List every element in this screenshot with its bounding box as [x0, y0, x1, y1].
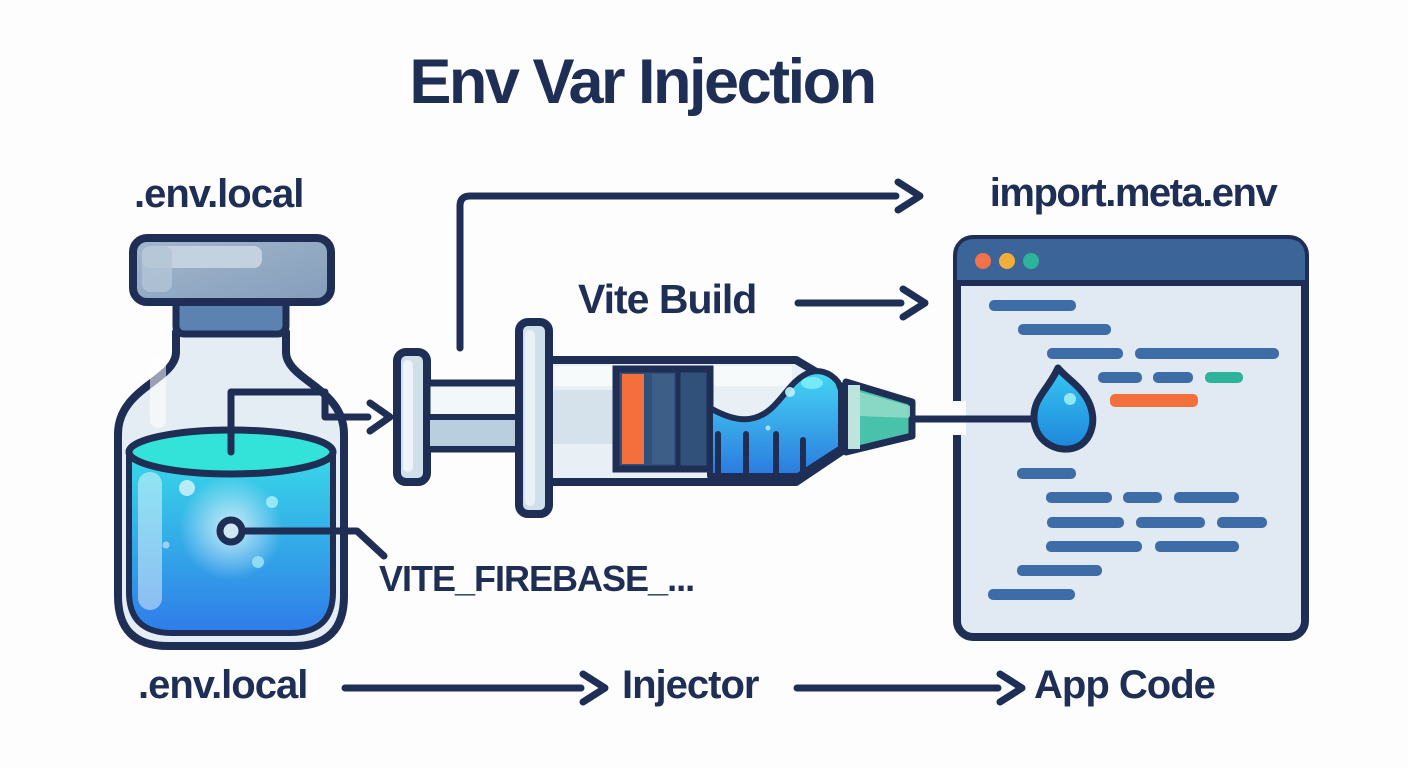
flow-label-injector: Injector	[622, 663, 759, 707]
code-line-teal	[1205, 372, 1243, 383]
label-env-local-file: .env.local	[134, 172, 304, 216]
window-dot-orange-icon	[975, 253, 991, 269]
syringe-scale-ticks	[715, 431, 806, 479]
label-env-var-name: VITE_FIREBASE_...	[379, 558, 695, 599]
label-import-meta-env: import.meta.env	[989, 171, 1278, 215]
code-line-orange	[1110, 394, 1198, 407]
vial-icon	[114, 234, 348, 650]
syringe-plunger-stopper	[612, 365, 714, 473]
syringe-icon	[393, 318, 916, 518]
code-lines	[988, 300, 1279, 600]
connector-env-var-label	[239, 527, 388, 560]
arrow-vite-build	[794, 285, 929, 321]
arrow-flow-source-to-injector	[341, 670, 609, 706]
window-dot-amber-icon	[999, 253, 1015, 269]
page-title: Env Var Injection	[409, 47, 877, 117]
flow-label-app-code: App Code	[1034, 663, 1216, 707]
flow-label-env-local: .env.local	[138, 663, 308, 707]
window-titlebar	[957, 239, 1305, 283]
label-vite-build: Vite Build	[578, 276, 757, 322]
arrow-flow-injector-to-appcode	[793, 670, 1026, 706]
arrow-syringe-to-import-meta-env	[456, 178, 924, 352]
browser-window-icon	[944, 235, 1309, 641]
arrow-vial-to-syringe	[227, 388, 394, 456]
window-dot-teal-icon	[1023, 253, 1039, 269]
water-drop-icon	[1030, 364, 1097, 453]
sample-point-marker	[216, 516, 246, 546]
